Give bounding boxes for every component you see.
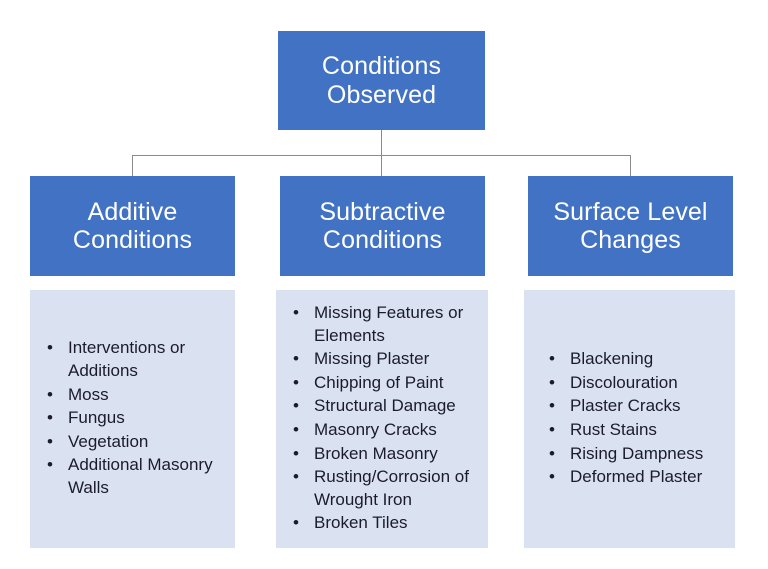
- list-item: • Broken Tiles: [290, 512, 480, 535]
- bullet-dot-icon: •: [293, 513, 299, 533]
- node-label: Subtractive Conditions: [319, 197, 446, 255]
- bullet-dot-icon: •: [293, 302, 299, 322]
- list-item: • Plaster Cracks: [546, 395, 727, 418]
- bullet-dot-icon: •: [293, 443, 299, 463]
- list-item: • Discolouration: [546, 372, 727, 395]
- list-item-label: Chipping of Paint: [314, 372, 444, 392]
- list-item-label: Additional Masonry Walls: [68, 455, 213, 498]
- bullet-dot-icon: •: [293, 372, 299, 392]
- list-item: • Moss: [44, 384, 225, 407]
- node-subtractive-conditions[interactable]: Subtractive Conditions: [280, 176, 485, 276]
- node-surface-level-changes[interactable]: Surface Level Changes: [528, 176, 733, 276]
- list-item-label: Missing Features or Elements: [314, 302, 464, 345]
- list-item-label: Missing Plaster: [314, 349, 430, 369]
- bullet-dot-icon: •: [549, 420, 555, 439]
- connector-drop-surface-level: [630, 155, 631, 176]
- node-label: Conditions Observed: [321, 52, 442, 109]
- list-panel-additive: •Interventions or Additions•Moss•Fungus•…: [30, 290, 235, 548]
- bullet-list: • Missing Features or Elements • Missing Pl…: [276, 302, 488, 536]
- bullet-dot-icon: •: [293, 467, 299, 487]
- list-item-label: Rising Dampness: [570, 443, 704, 463]
- node-additive-conditions[interactable]: Additive Conditions: [30, 176, 235, 276]
- bullet-dot-icon: •: [549, 467, 555, 487]
- bullet-dot-icon: •: [549, 349, 555, 369]
- bullet-list: • Blackening • Discolouration • Plaster Crack…: [524, 348, 735, 490]
- list-item: • Chipping of Paint: [290, 372, 480, 395]
- list-item-label: Broken Masonry: [314, 443, 438, 463]
- bullet-dot-icon: •: [293, 349, 299, 369]
- bullet-list: •Interventions or Additions•Moss•Fungus•…: [30, 337, 235, 500]
- list-item-label: Fungus: [68, 408, 125, 428]
- list-item: • Blackening: [546, 348, 727, 371]
- list-item: • Broken Masonry: [290, 443, 480, 466]
- list-item: • Interventions or Additions: [44, 337, 225, 382]
- list-item: • Missing Plaster: [290, 348, 480, 371]
- bullet-dot-icon: •: [549, 372, 555, 392]
- bullet-dot-icon: •: [47, 384, 53, 404]
- list-item: • Rising Dampness: [546, 443, 727, 466]
- list-item-label: Moss: [68, 384, 109, 404]
- bullet-dot-icon: •: [293, 420, 299, 439]
- list-item: • Deformed Plaster: [546, 466, 727, 489]
- node-label: Surface Level Changes: [553, 197, 708, 255]
- list-panel-surface-level: • Blackening • Discolouration • Plaster Crack…: [524, 290, 735, 548]
- bullet-dot-icon: •: [549, 396, 555, 416]
- list-item-label: Rusting/Corrosion of Wrought Iron: [314, 467, 469, 509]
- list-item-label: Discolouration: [570, 372, 678, 392]
- list-panel-subtractive: • Missing Features or Elements • Missing Pl…: [276, 290, 488, 548]
- node-conditions-observed[interactable]: Conditions Observed: [278, 31, 485, 130]
- bullet-dot-icon: •: [47, 408, 53, 428]
- list-item-label: Blackening: [570, 349, 654, 369]
- connector-drop-additive: [132, 155, 133, 176]
- list-item: • Masonry Cracks: [290, 419, 480, 442]
- list-item-label: Rust Stains: [570, 420, 657, 439]
- bullet-dot-icon: •: [293, 396, 299, 416]
- list-item: • Fungus: [44, 407, 225, 430]
- list-item-label: Plaster Cracks: [570, 396, 681, 416]
- list-item: • Structural Damage: [290, 395, 480, 418]
- list-item-label: Deformed Plaster: [570, 467, 703, 487]
- node-label: Additive Conditions: [72, 197, 193, 255]
- list-item: • Additional Masonry Walls: [44, 454, 225, 499]
- bullet-dot-icon: •: [549, 443, 555, 463]
- list-item: • Vegetation: [44, 431, 225, 454]
- connector-drop-subtractive: [381, 155, 382, 176]
- bullet-dot-icon: •: [47, 338, 53, 358]
- list-item-label: Vegetation: [68, 431, 149, 451]
- bullet-dot-icon: •: [47, 431, 53, 451]
- list-item-label: Interventions or Additions: [68, 338, 186, 380]
- list-item-label: Structural Damage: [314, 396, 456, 416]
- bullet-dot-icon: •: [47, 455, 53, 475]
- list-item-label: Broken Tiles: [314, 513, 408, 533]
- connector-root-stem: [381, 130, 382, 156]
- list-item: • Missing Features or Elements: [290, 302, 480, 347]
- list-item-label: Masonry Cracks: [314, 420, 437, 439]
- list-item: • Rusting/Corrosion of Wrought Iron: [290, 466, 480, 511]
- list-item: • Rust Stains: [546, 419, 727, 442]
